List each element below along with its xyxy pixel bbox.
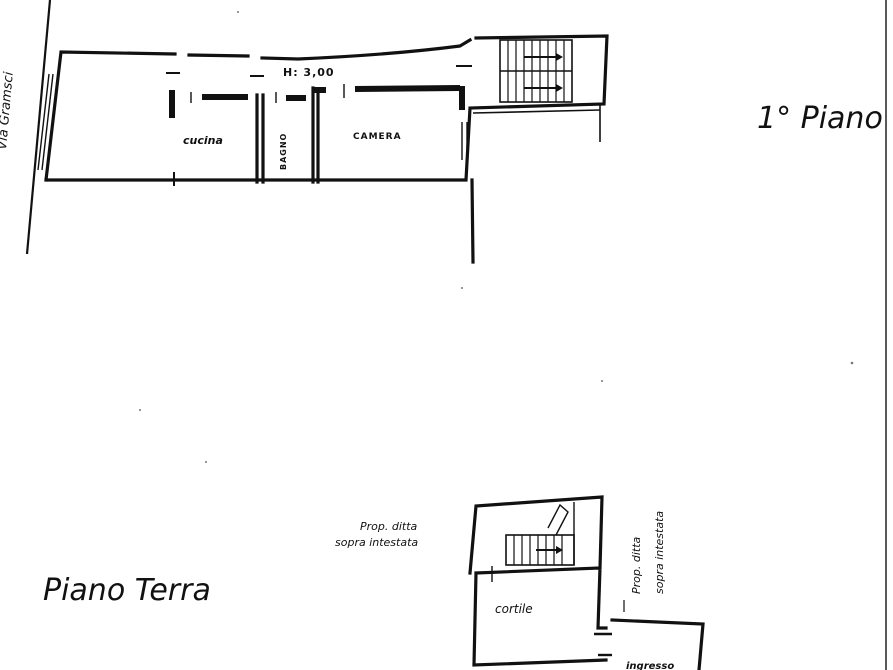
ground-floor-title: Piano Terra [43, 573, 211, 608]
first-floor-title: 1° Piano [757, 101, 883, 136]
neighbor-label-right-1: Prop. ditta [630, 536, 643, 594]
neighbor-label-left-2: sopra intestata [335, 536, 418, 549]
ground-floor-outer-walls [468, 495, 705, 670]
adjacent-wall-top [472, 109, 601, 114]
first-floor-outer-walls [44, 34, 609, 182]
window-street [37, 73, 50, 171]
ground-floor-staircase [505, 502, 575, 566]
first-floor-staircase [499, 39, 573, 103]
neighbor-label-left-1: Prop. ditta [360, 520, 418, 533]
street-label: Via Gramsci [0, 71, 17, 151]
height-label: H: 3,00 [283, 66, 335, 79]
ground-floor-plan: Piano Terra cortile ingresso Prop. ditta… [43, 495, 705, 670]
street-line [25, 0, 52, 255]
adjacent-wall-vertical [470, 178, 475, 264]
door-marks [166, 65, 472, 186]
corridor-partition-3 [354, 85, 461, 92]
first-floor-plan: Via Gramsci H: 3,00 cucina BAGNO CAMERA … [0, 0, 883, 264]
room-label-partial: ingresso [626, 661, 674, 670]
room-label-kitchen: cucina [183, 134, 223, 147]
room-label-bathroom: BAGNO [279, 133, 288, 170]
room-label-bedroom: CAMERA [353, 132, 402, 142]
neighbor-label-right-2: sopra intestata [653, 511, 666, 594]
room-label-courtyard: cortile [495, 602, 533, 616]
scan-specks [139, 11, 854, 463]
